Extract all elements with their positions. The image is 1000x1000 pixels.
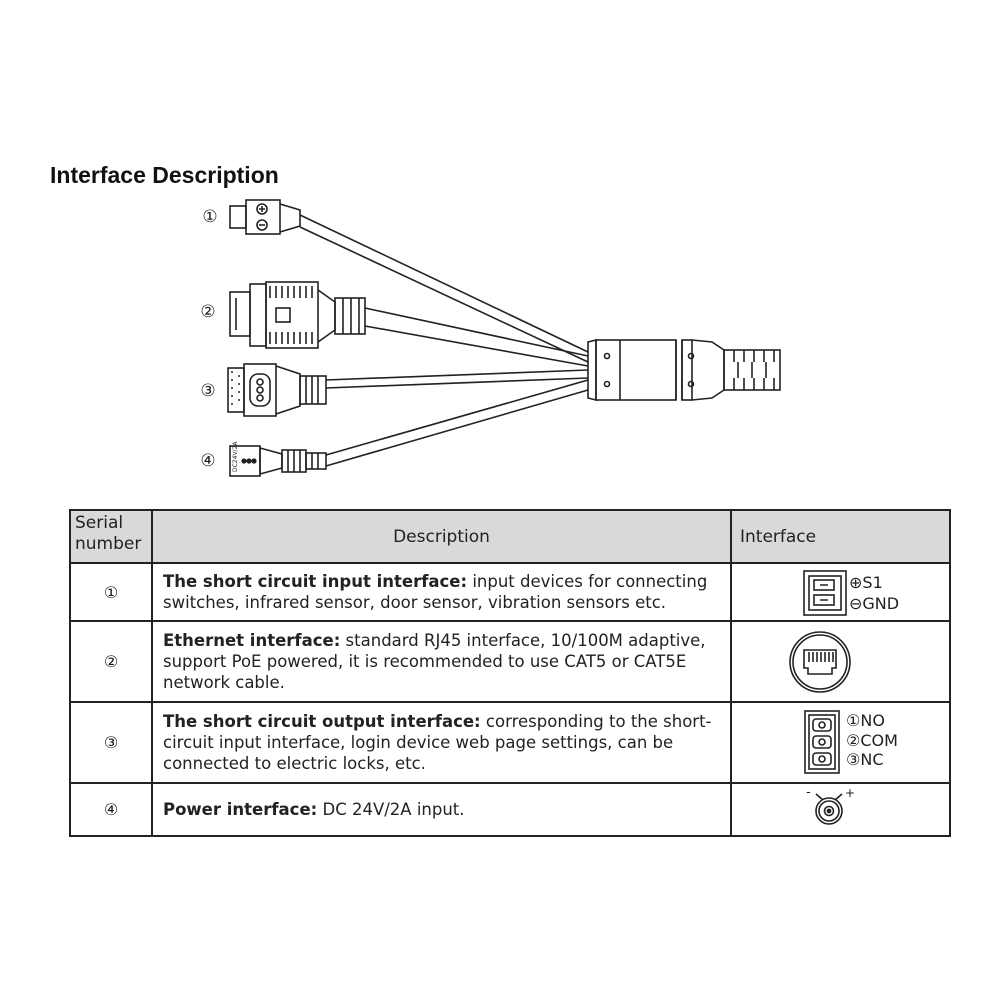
interface-table: Serial number Description Interface ① Th… xyxy=(69,509,951,837)
polarity-minus: - xyxy=(806,785,811,800)
rj45-port-icon xyxy=(789,631,851,693)
interface-name: Power interface: xyxy=(163,800,318,819)
table-row: ② Ethernet interface: standard RJ45 inte… xyxy=(69,620,951,703)
interface-text: corresponding to the short-circuit input… xyxy=(163,712,712,773)
terminal-block-2pin-icon xyxy=(803,570,847,616)
rj45-connector xyxy=(229,281,366,349)
cable-junction-body xyxy=(587,338,781,402)
description-cell: The short circuit output interface: corr… xyxy=(151,701,732,784)
serial-number: ① xyxy=(69,562,153,622)
table-row: ③ The short circuit output interface: co… xyxy=(69,701,951,784)
terminal-label-no: ①NO xyxy=(846,711,885,730)
header-serial: Serial number xyxy=(69,509,153,564)
page-title: Interface Description xyxy=(50,162,279,188)
interface-icon-cell xyxy=(730,620,951,703)
terminal-input-connector xyxy=(229,199,301,235)
polarity-plus: + xyxy=(845,786,855,800)
terminal-label-nc: ③NC xyxy=(846,750,884,769)
dc-connector-print: DC24V/2A xyxy=(232,441,239,472)
terminal-label-gnd: ⊖GND xyxy=(849,594,900,613)
interface-name: Ethernet interface: xyxy=(163,631,341,650)
serial-number: ③ xyxy=(69,701,153,784)
header-description: Description xyxy=(151,509,732,564)
dc-power-jack-icon: - + xyxy=(806,785,855,825)
cables xyxy=(299,214,589,467)
marker-2: ② xyxy=(200,302,215,322)
description-cell: The short circuit input interface: input… xyxy=(151,562,732,622)
interface-text: input devices for connecting switches, i… xyxy=(163,572,708,612)
cable-diagram: ① ② ③ ④ xyxy=(200,199,781,477)
terminal-label-com: ②COM xyxy=(846,731,898,750)
marker-1: ① xyxy=(202,207,217,227)
description-cell: Power interface: DC 24V/2A input. xyxy=(151,782,732,837)
table-row: ① The short circuit input interface: inp… xyxy=(69,562,951,622)
interface-text: standard RJ45 interface, 10/100M adaptiv… xyxy=(163,631,706,692)
interface-name: The short circuit output interface: xyxy=(163,712,481,731)
terminal-output-connector xyxy=(227,363,327,417)
serial-number: ② xyxy=(69,620,153,703)
marker-4: ④ xyxy=(200,451,215,471)
interface-icon-cell: ①NO ②COM ③NC xyxy=(730,701,951,784)
terminal-label-s1: ⊕S1 xyxy=(849,573,883,592)
terminal-block-3pin-icon xyxy=(804,710,840,774)
header-interface: Interface xyxy=(730,509,951,564)
interface-text: DC 24V/2A input. xyxy=(317,800,465,819)
interface-icon-cell: ⊕S1 ⊖GND xyxy=(730,562,951,622)
table-header-row: Serial number Description Interface xyxy=(69,509,951,564)
interface-name: The short circuit input interface: xyxy=(163,572,468,591)
interface-icon-cell: - + xyxy=(730,782,951,837)
serial-number: ④ xyxy=(69,782,153,837)
table-row: ④ Power interface: DC 24V/2A input. - + xyxy=(69,782,951,837)
dc-power-connector: DC24V/2A xyxy=(229,441,327,477)
description-cell: Ethernet interface: standard RJ45 interf… xyxy=(151,620,732,703)
marker-3: ③ xyxy=(200,381,215,401)
